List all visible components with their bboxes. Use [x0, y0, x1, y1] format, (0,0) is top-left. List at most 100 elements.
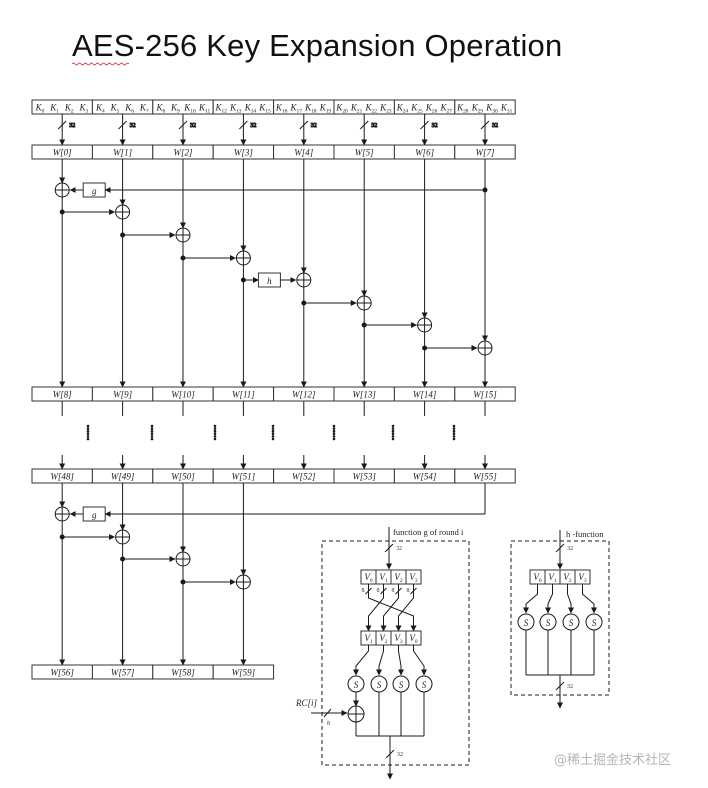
- bus-width-label: 8: [362, 588, 365, 594]
- ellipsis-dot: [332, 427, 336, 430]
- key-byte-label: K28: [456, 103, 469, 115]
- sbox-label: S: [546, 618, 551, 628]
- wire: [567, 584, 574, 614]
- h-caption: h -function: [566, 529, 604, 539]
- key-byte-label: K31: [500, 103, 513, 115]
- ellipsis-dot: [332, 437, 336, 441]
- g-function-box: [82, 182, 106, 198]
- ellipsis-dot: [86, 437, 90, 441]
- ellipsis-dot: [213, 424, 217, 428]
- word-label: W[53]: [352, 472, 376, 482]
- bus-width-label: 8: [392, 588, 395, 594]
- word-label: W[51]: [232, 472, 256, 482]
- bus-width-label: 8: [407, 588, 410, 594]
- g-function-box-label: g: [92, 186, 97, 196]
- word-label: W[54]: [413, 472, 437, 482]
- key-byte-label: K23: [379, 103, 392, 115]
- word-label: W[13]: [352, 390, 376, 400]
- key-byte-label: K2: [64, 103, 74, 115]
- bus-width-slash: [380, 587, 387, 595]
- ellipsis-dot: [452, 432, 456, 436]
- bus-width-slash: [395, 587, 402, 595]
- word-label: W[5]: [355, 148, 374, 158]
- wire: [582, 584, 597, 614]
- bus-width-slash: [410, 587, 417, 595]
- g-input-byte-label: V2: [394, 572, 403, 584]
- sbox-label: S: [354, 680, 359, 690]
- key-byte-label: K7: [139, 103, 149, 115]
- g-input-byte-label: V3: [409, 572, 418, 584]
- bus-width-label: 32: [69, 123, 75, 129]
- ellipsis-dot: [86, 432, 90, 436]
- ellipsis-dot: [271, 437, 275, 441]
- key-byte-label: K22: [364, 103, 377, 115]
- bus-width-slash: [178, 120, 188, 130]
- key-byte-label: K27: [439, 103, 452, 115]
- word-rows: W[0]W[1]W[2]W[3]W[4]W[5]W[6]W[7]W[8]W[9]…: [31, 144, 516, 680]
- bus-width-label: 32: [311, 123, 317, 129]
- key-byte-label: K20: [335, 103, 348, 115]
- ellipsis-dot: [452, 435, 456, 438]
- ellipsis-dot: [150, 429, 154, 433]
- g-caption: function g of round i: [393, 527, 464, 537]
- key-byte-label: K30: [485, 103, 498, 115]
- ellipsis-dot: [213, 437, 217, 441]
- bus-width-slash: [555, 543, 565, 553]
- h-function-box-label: h: [267, 276, 272, 286]
- key-byte-label: K15: [258, 103, 271, 115]
- word-label: W[15]: [473, 390, 497, 400]
- word-label: W[48]: [50, 472, 74, 482]
- g-detail-frame: [321, 540, 470, 766]
- key-byte-label: K25: [410, 103, 423, 115]
- key-byte-label: K6: [124, 103, 134, 115]
- ellipsis-dot: [271, 427, 275, 430]
- bus-width-slash: [239, 120, 248, 130]
- word-label: W[12]: [292, 390, 316, 400]
- word-label: W[58]: [171, 668, 195, 678]
- ellipsis-dot: [332, 432, 336, 436]
- word-label: W[6]: [415, 148, 434, 158]
- word-cell: [454, 144, 516, 160]
- key-byte-label: K13: [229, 103, 242, 115]
- ellipsis-dot: [213, 429, 217, 433]
- word-label: W[7]: [475, 148, 494, 158]
- key-byte-label: K26: [425, 103, 438, 115]
- g-rotated-byte-label: V3: [394, 633, 403, 645]
- ellipsis-dot: [86, 424, 90, 428]
- bus-width-label: 32: [130, 123, 136, 129]
- word-label: W[2]: [173, 148, 192, 158]
- g-input-byte-label: V0: [364, 572, 373, 584]
- wire: [353, 645, 369, 676]
- bus-width-label: 32: [567, 684, 573, 690]
- bus-width-label: 32: [492, 123, 498, 129]
- watermark: @稀土掘金技术社区: [554, 753, 672, 768]
- ellipsis-dot: [452, 427, 456, 430]
- ellipsis-dot: [86, 427, 90, 430]
- key-byte-label: K21: [350, 103, 363, 115]
- word-cell: [454, 468, 516, 484]
- bus-width-slash: [323, 708, 332, 718]
- ellipsis-dot: [391, 429, 395, 433]
- ellipsis-dot: [213, 427, 217, 430]
- word-label: W[57]: [111, 668, 135, 678]
- bus-width-label: 8: [377, 588, 380, 594]
- ellipsis-dot: [86, 435, 90, 438]
- word-label: W[56]: [50, 668, 74, 678]
- h-input-byte-label: V2: [563, 572, 572, 584]
- word-label: W[4]: [294, 148, 313, 158]
- ellipsis-dot: [150, 435, 154, 438]
- h-input-byte-label: V1: [548, 572, 557, 584]
- key-byte-label: K9: [170, 103, 180, 115]
- key-byte-label: K8: [155, 103, 165, 115]
- bus-width-label: 32: [250, 123, 256, 129]
- key-byte-label: K12: [214, 103, 227, 115]
- sbox-label: S: [592, 618, 597, 628]
- bus-width-slash: [420, 120, 429, 130]
- bus-width-label: 32: [190, 123, 196, 129]
- bus-width-label: 32: [397, 752, 403, 758]
- ellipsis-dot: [213, 435, 217, 438]
- word-label: W[49]: [111, 472, 135, 482]
